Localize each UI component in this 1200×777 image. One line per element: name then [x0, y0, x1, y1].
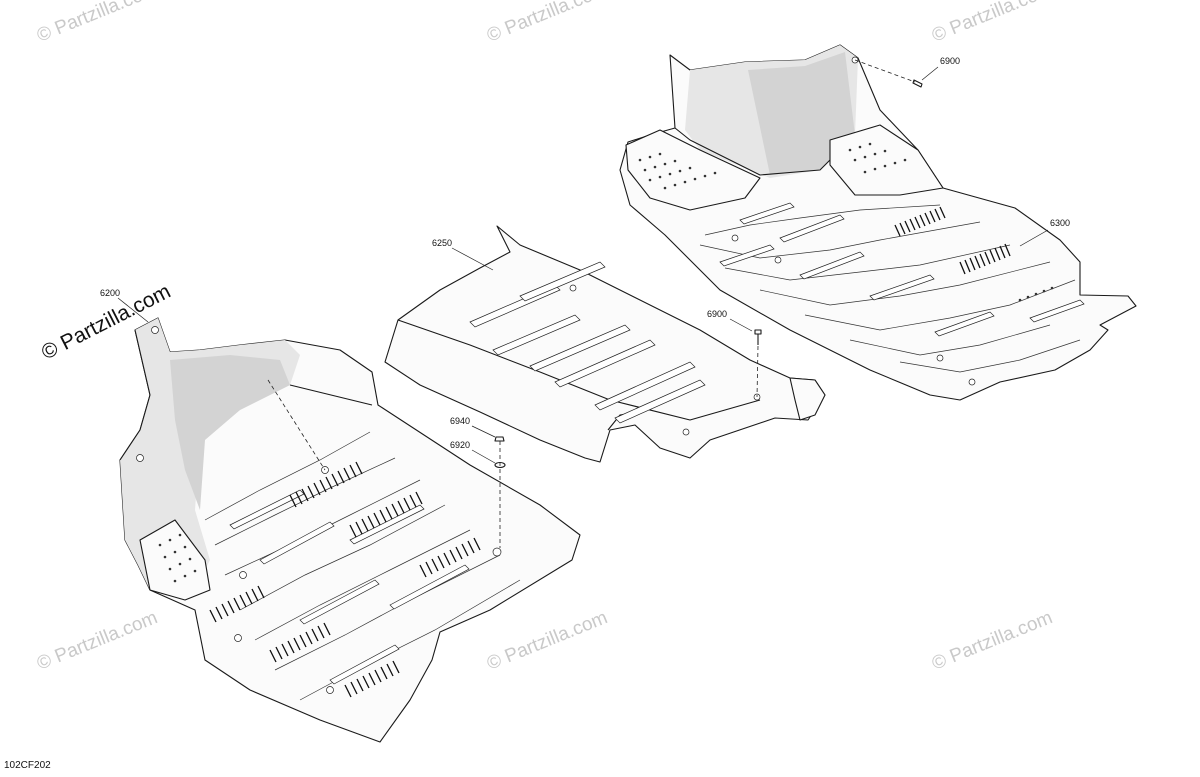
tunnel-cover — [384, 225, 826, 463]
part-label-6900-top: 6900 — [940, 56, 960, 66]
part-label-6900-mid: 6900 — [707, 309, 727, 319]
callout-6920: 6920 — [450, 440, 496, 464]
callout-6940: 6940 — [450, 416, 496, 438]
part-label-6940: 6940 — [450, 416, 470, 426]
fastener-6900-top — [854, 59, 923, 88]
watermark: © Partzilla.com — [34, 607, 161, 674]
callout-6200: 6200 — [100, 288, 149, 323]
part-label-6300: 6300 — [1050, 218, 1070, 228]
fastener-6940 — [494, 436, 505, 442]
floor-pan-left — [119, 317, 581, 743]
washer-6920 — [494, 441, 506, 548]
watermark: © Partzilla.com — [929, 0, 1056, 47]
part-label-6920: 6920 — [450, 440, 470, 450]
callout-6900-top: 6900 — [921, 56, 960, 81]
fastener-6900-mid — [754, 329, 762, 398]
floor-pan-right — [619, 44, 1137, 401]
watermark: © Partzilla.com — [484, 0, 611, 47]
watermark: © Partzilla.com — [484, 607, 611, 674]
watermark: © Partzilla.com — [929, 607, 1056, 674]
callout-6300: 6300 — [1019, 218, 1070, 247]
part-label-6250: 6250 — [432, 238, 452, 248]
callout-6250: 6250 — [432, 238, 494, 271]
watermark: © Partzilla.com — [34, 0, 161, 47]
callout-6900-mid: 6900 — [707, 309, 753, 332]
part-label-6200: 6200 — [100, 288, 120, 298]
diagram-code: 102CF202 — [4, 760, 51, 771]
